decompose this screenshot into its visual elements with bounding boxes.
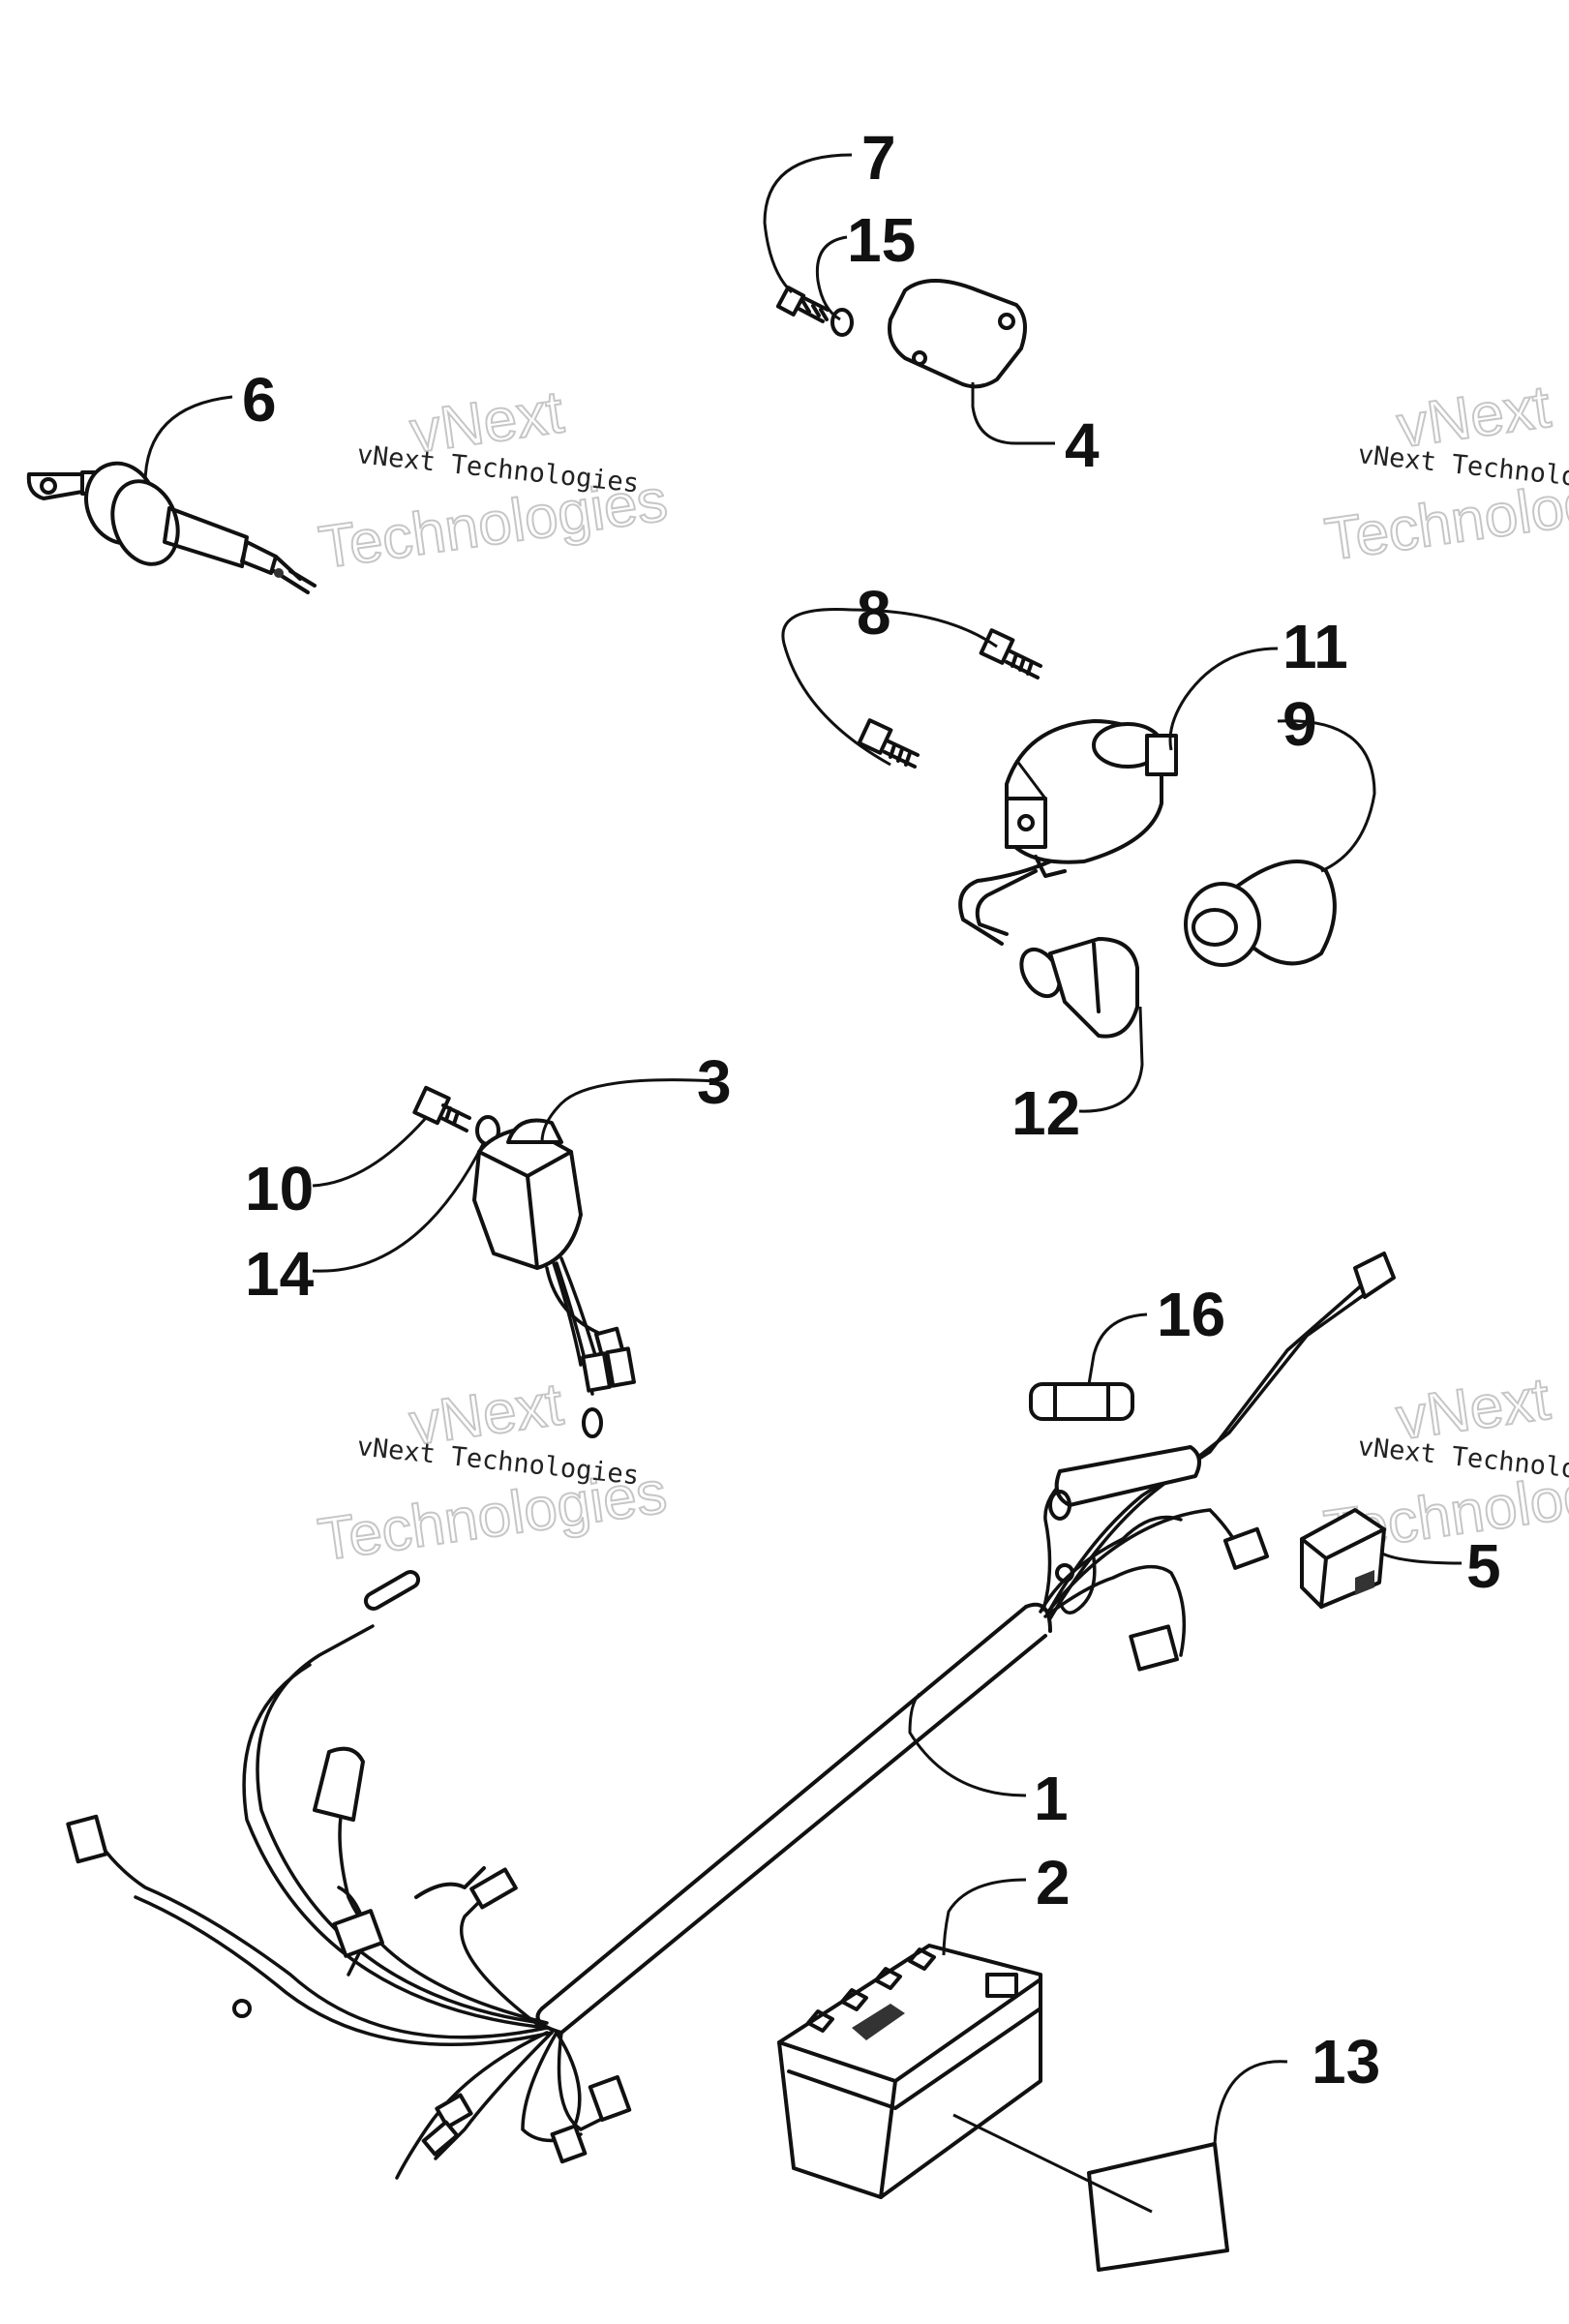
callout-1: 1 bbox=[1034, 1764, 1069, 1833]
leader-lines bbox=[143, 153, 1463, 2214]
part-4-cover bbox=[888, 279, 1027, 389]
part-5-relay bbox=[1300, 1508, 1386, 1609]
part-12-spark-plug-cap bbox=[1019, 937, 1139, 1039]
callout-10: 10 bbox=[245, 1154, 314, 1223]
callout-12: 12 bbox=[1011, 1078, 1080, 1148]
callout-7: 7 bbox=[861, 123, 896, 193]
part-10-bolt bbox=[412, 1085, 471, 1132]
callout-9: 9 bbox=[1282, 689, 1317, 759]
part-8-bolt-upper bbox=[979, 628, 1042, 679]
callout-15: 15 bbox=[847, 205, 916, 275]
part-2-battery bbox=[777, 1944, 1042, 2199]
callout-3: 3 bbox=[697, 1047, 732, 1117]
part-16-fuse bbox=[1029, 1382, 1134, 1421]
callout-11: 11 bbox=[1282, 612, 1348, 681]
part-11-ignition-coil bbox=[1005, 719, 1178, 878]
part-3-cdi-module bbox=[472, 1118, 636, 1438]
part-6-key-switch bbox=[26, 461, 317, 594]
callout-4: 4 bbox=[1065, 410, 1100, 480]
part-9-boot bbox=[1184, 860, 1337, 967]
part-15-washer bbox=[830, 308, 854, 337]
callout-8: 8 bbox=[857, 578, 891, 648]
part-7-bolt bbox=[775, 286, 830, 323]
callout-16: 16 bbox=[1157, 1280, 1225, 1349]
part-1-wiring-harness bbox=[66, 1252, 1396, 2180]
callout-labels: 1 2 3 4 5 6 7 8 9 10 11 12 13 14 15 16 bbox=[242, 123, 1501, 2097]
callout-13: 13 bbox=[1312, 2027, 1380, 2097]
callout-14: 14 bbox=[245, 1239, 315, 1309]
callout-2: 2 bbox=[1036, 1848, 1071, 1917]
callout-5: 5 bbox=[1466, 1531, 1501, 1601]
part-11-coil-lead bbox=[958, 860, 1052, 946]
callout-6: 6 bbox=[242, 365, 277, 435]
part-13-label bbox=[1087, 2142, 1229, 2272]
part-8-bolt-lower bbox=[857, 718, 920, 769]
